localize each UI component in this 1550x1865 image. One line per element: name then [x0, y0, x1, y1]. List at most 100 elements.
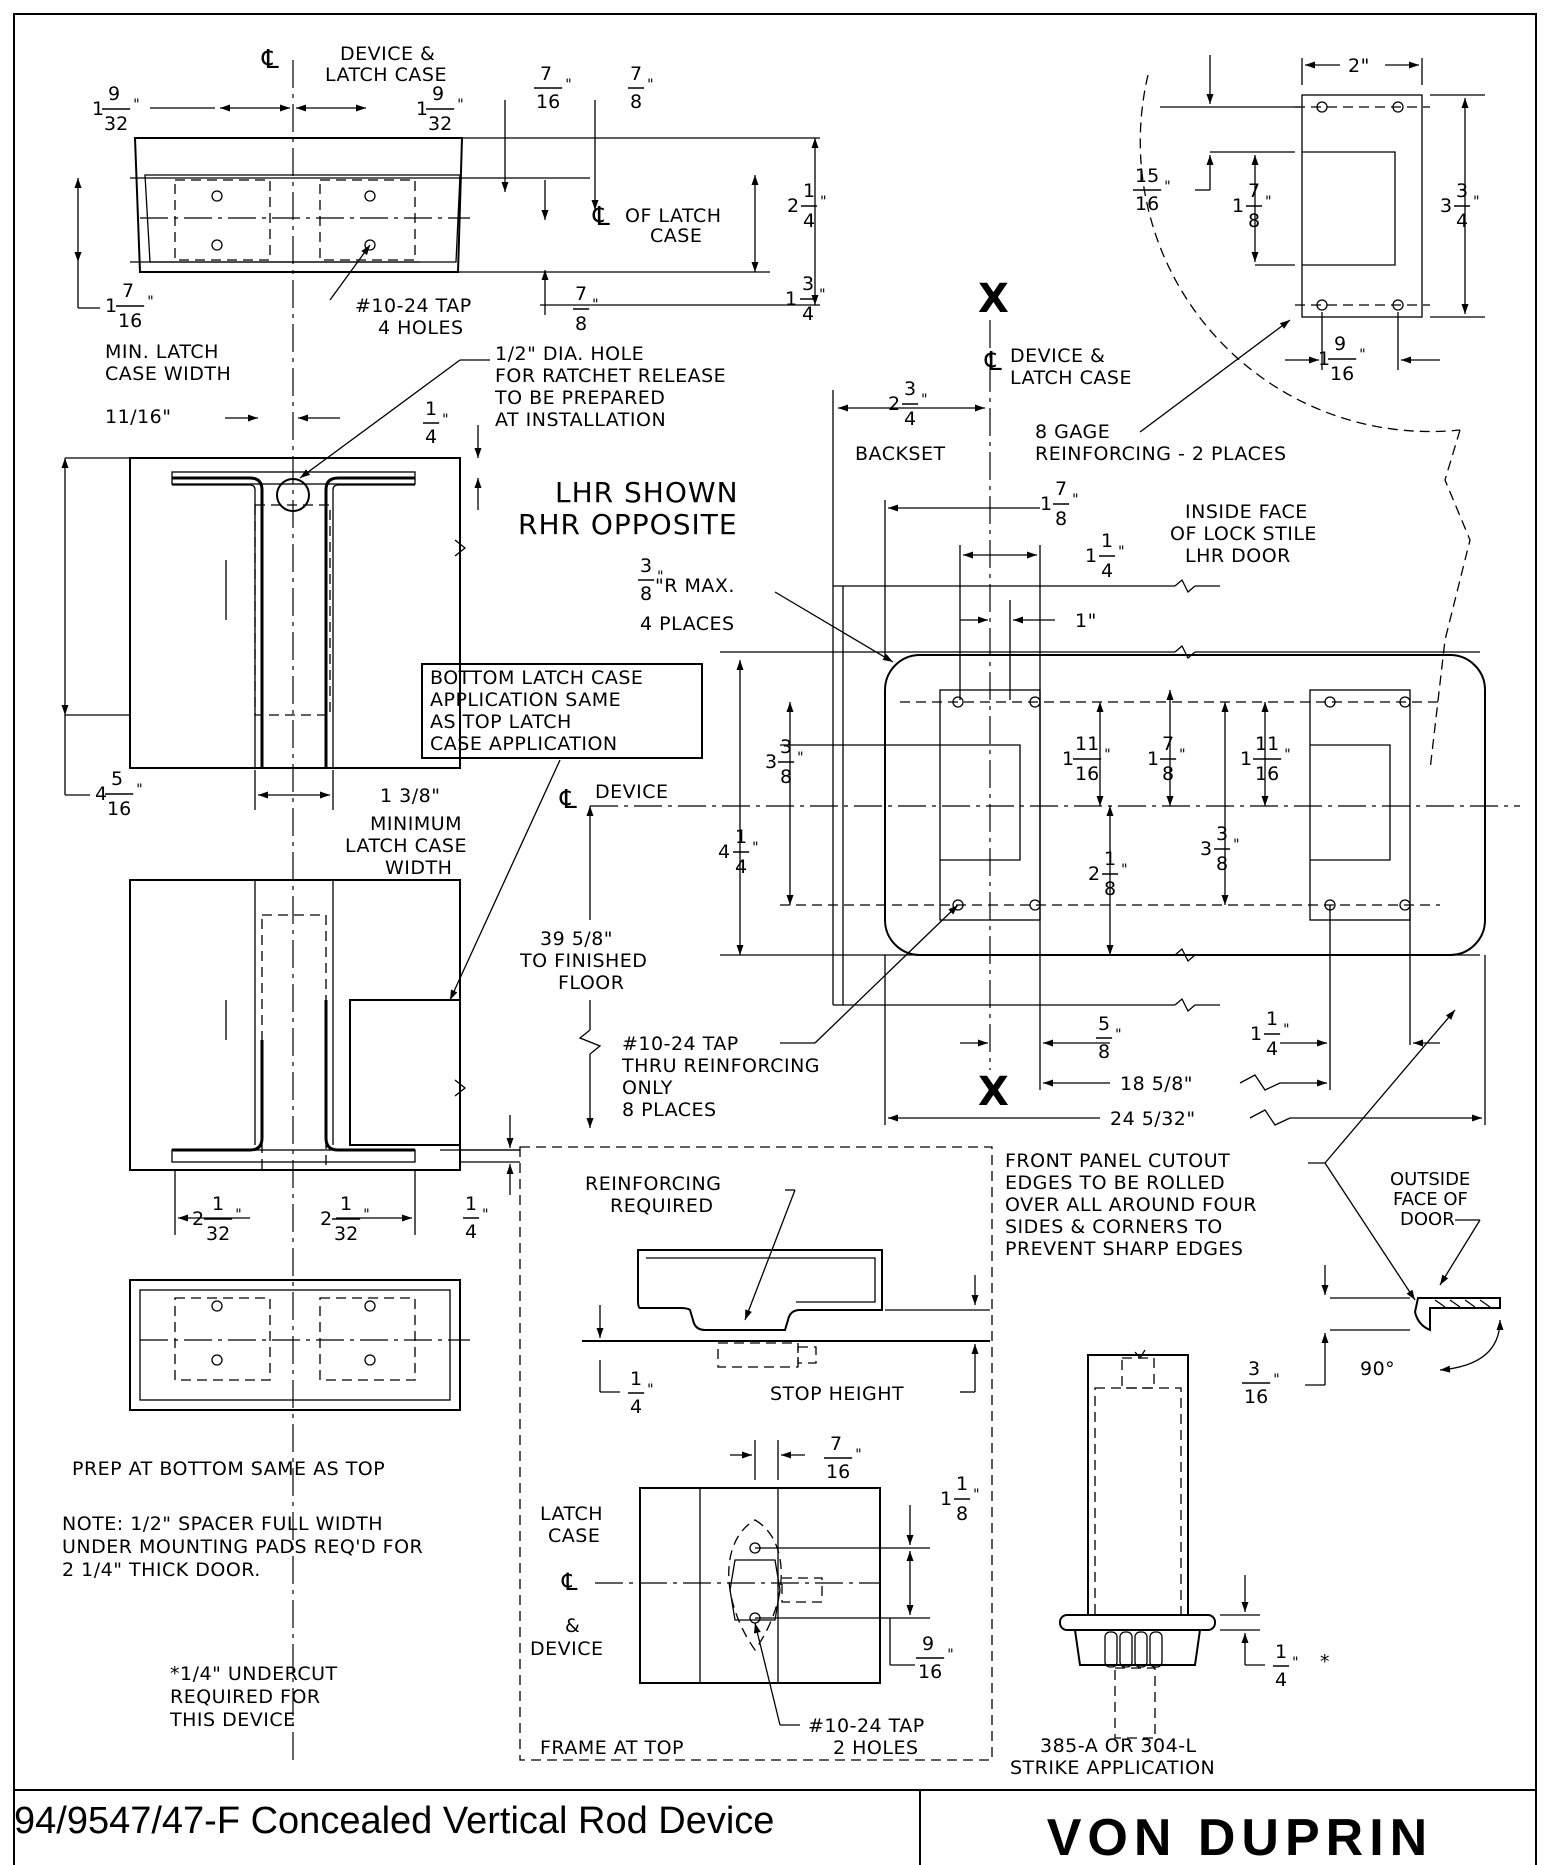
asterisk-mark: * — [1320, 1651, 1330, 1673]
frame-at-top-box — [519, 1146, 993, 1761]
dim-1-7-8: 1 7 8 — [1040, 478, 1073, 530]
label-tap-4-holes: #10-24 TAP 4 HOLES — [355, 295, 478, 339]
label-reinforcing-required: REINFORCING REQUIRED — [585, 1173, 728, 1217]
inch-mark: " — [1473, 194, 1479, 210]
stop-section — [582, 1249, 990, 1368]
dim-1-1-4-top: 1 1 4 — [1085, 530, 1119, 582]
dim-7-8-bottom: 7 8 — [575, 283, 593, 335]
inch-mark: " — [647, 77, 653, 93]
inch-mark: " — [855, 1447, 861, 1463]
inch-mark: " — [1179, 747, 1185, 763]
dim-1-7-8-detail: 1 7 8 — [1232, 180, 1266, 232]
label-r-max: "R MAX. 4 PLACES — [640, 575, 741, 635]
top-latch-case-plan — [74, 137, 590, 273]
cl-device-latch-case-right: DEVICE & LATCH CASE — [1010, 345, 1132, 389]
inch-mark: " — [797, 750, 803, 766]
label-front-panel: FRONT PANEL CUTOUT EDGES TO BE ROLLED OV… — [1005, 1150, 1264, 1260]
dim-2-1-32-right: 2 1 32 — [320, 1193, 358, 1245]
inch-mark: " — [947, 1647, 953, 1663]
label-backset: BACKSET — [855, 443, 946, 465]
dim-1-9-32-right: 1 9 32 — [416, 83, 452, 135]
x-mark-bottom: X — [978, 1069, 1009, 1115]
cl-symbol-frame: ℄ — [561, 1568, 578, 1596]
dim-1-4-c: 1 4 — [630, 1368, 648, 1418]
x-mark-top: X — [978, 276, 1009, 322]
label-undercut: *1/4" UNDERCUT REQUIRED FOR THIS DEVICE — [169, 1663, 344, 1731]
dim-1-11-16-right: 1 11 16 — [1240, 733, 1285, 785]
detail-circle — [1139, 74, 1461, 433]
dim-7-16-frame: 7 16 — [826, 1433, 850, 1483]
cl-of-latch-case: OF LATCH CASE — [625, 205, 728, 247]
dim-1-7-16: 1 7 16 — [105, 280, 142, 332]
inch-mark: " — [921, 392, 927, 408]
inch-mark: " — [1284, 747, 1290, 763]
inch-mark: " — [457, 97, 463, 113]
inch-mark: " — [442, 412, 448, 428]
inch-mark: " — [1115, 1027, 1121, 1043]
bottom-latch-section — [129, 879, 467, 1171]
cl-symbol-right: ℄ — [984, 347, 1002, 377]
inch-mark: " — [1283, 1022, 1289, 1038]
inch-mark: " — [973, 1487, 979, 1503]
cl-symbol-top: ℄ — [261, 45, 279, 75]
dim-1-9-32-left: 1 9 32 — [92, 83, 128, 135]
dim-18-5-8: 18 5/8" — [1120, 1073, 1193, 1095]
label-stop-height: STOP HEIGHT — [770, 1383, 904, 1405]
dim-1-7-8-mid: 1 7 8 — [1147, 733, 1180, 785]
dim-1-9-16: 1 9 16 — [1318, 333, 1354, 385]
inch-mark: " — [1072, 492, 1078, 508]
inch-mark: " — [565, 77, 571, 93]
inch-mark: " — [363, 1207, 369, 1223]
footer-brand: VON DUPRIN — [1046, 1809, 1434, 1865]
inch-mark: " — [1104, 747, 1110, 763]
label-prep-bottom: PREP AT BOTTOM SAME AS TOP — [72, 1458, 385, 1480]
inch-mark: " — [1265, 194, 1271, 210]
drawing-border — [13, 13, 1537, 1865]
dim-5-8: 5 8 — [1098, 1013, 1116, 1063]
dim-2-1-8: 2 1 8 — [1088, 848, 1122, 900]
label-lhr-shown: LHR SHOWN RHR OPPOSITE — [518, 476, 748, 541]
dim-1-4-strike: 1 4 — [1275, 1641, 1293, 1691]
label-tap-reinforcing: #10-24 TAP THRU REINFORCING ONLY 8 PLACE… — [621, 1033, 827, 1121]
inch-mark: " — [235, 1207, 241, 1223]
cl-symbol-device: ℄ — [559, 785, 577, 815]
inch-mark: " — [819, 287, 825, 303]
dim-3-3-8-left: 3 3 8 — [765, 736, 798, 788]
label-to-finished-floor: 39 5/8" TO FINISHED FLOOR — [519, 928, 654, 994]
dim-24-5-32: 24 5/32" — [1110, 1108, 1196, 1130]
bottom-latch-case-plan — [129, 1279, 470, 1411]
inch-mark: " — [133, 97, 139, 113]
dim-1-3-4: 1 3 4 — [785, 273, 820, 325]
label-frame-at-top: FRAME AT TOP — [540, 1737, 684, 1759]
dim-1-11-16-left: 1 11 16 — [1062, 733, 1105, 785]
dim-3-16: 3 16 — [1244, 1358, 1268, 1408]
dim-7-16-top: 7 16 — [536, 63, 560, 113]
dim-1in: 1" — [1075, 610, 1097, 632]
reinforcing-plate-left — [939, 689, 1041, 921]
dim-1-3-8: 1 3/8" — [380, 785, 440, 807]
dim-1-4-a: 1 4 — [425, 398, 443, 448]
dim-2in: 2" — [1348, 55, 1370, 77]
inch-mark: " — [647, 1382, 653, 1398]
label-bottom-latch-box: BOTTOM LATCH CASE APPLICATION SAME AS TO… — [430, 667, 650, 755]
dim-2-1-4: 2 1 4 — [787, 180, 821, 232]
label-strike-application: 385-A OR 304-L STRIKE APPLICATION — [1010, 1735, 1215, 1779]
dim-3-3-8-right: 3 3 8 — [1200, 823, 1234, 875]
inch-mark: " — [1273, 1372, 1279, 1388]
bottom-latch-note-box — [421, 663, 703, 759]
inch-mark: " — [592, 297, 598, 313]
inch-mark: " — [752, 840, 758, 856]
dim-7-8-top: 7 8 — [630, 63, 648, 113]
inch-mark: " — [1233, 837, 1239, 853]
inside-face: INSIDE FACE OF LOCK STILE LHR DOOR — [1170, 501, 1323, 567]
inch-mark: " — [147, 294, 153, 310]
frame-latch-plan — [639, 1487, 881, 1684]
dim-4-1-4: 4 1 4 — [718, 826, 753, 878]
inch-mark: " — [482, 1207, 488, 1223]
reinforcing-plate-right — [1309, 689, 1411, 921]
label-outside-face: OUTSIDE FACE OF DOOR — [1390, 1169, 1476, 1230]
label-cl-device: DEVICE — [595, 781, 669, 803]
dim-1-4-b: 1 4 — [465, 1193, 483, 1243]
label-ratchet-hole: 1/2" DIA. HOLE FOR RATCHET RELEASE TO BE… — [494, 343, 733, 431]
dim-15-16: 15 16 — [1135, 165, 1165, 215]
